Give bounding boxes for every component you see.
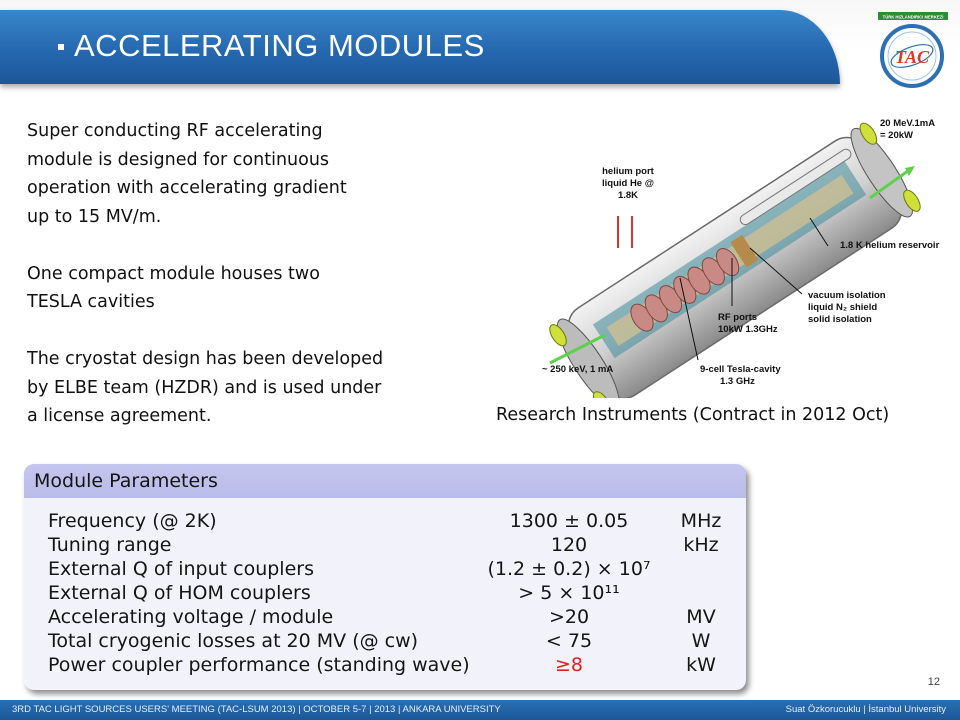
- table-row: Tuning range 120 kHz: [24, 534, 746, 558]
- param-name: Tuning range: [48, 534, 172, 556]
- leader-reservoir: [809, 217, 829, 247]
- param-name: Accelerating voltage / module: [48, 606, 334, 628]
- label-vacuum-isolation: vacuum isolation: [808, 290, 886, 301]
- beam-out-arrowhead: [905, 166, 915, 176]
- paragraph-license: The cryostat design has been developed b…: [27, 345, 447, 431]
- param-unit: MHz: [680, 510, 722, 532]
- param-unit: kHz: [683, 534, 719, 556]
- label-n2-shield: liquid N₂ shield: [808, 302, 877, 313]
- label-rf-ports: RF ports: [718, 312, 757, 323]
- cryostat-body: [549, 122, 921, 398]
- param-unit: kW: [686, 654, 716, 676]
- module-parameters-table: Module Parameters Frequency (@ 2K) 1300 …: [24, 464, 746, 690]
- param-value: 120: [550, 534, 588, 556]
- label-liquid-he: liquid He @: [602, 178, 654, 189]
- label-output-power: = 20kW: [880, 130, 913, 141]
- text-line: operation with accelerating gradient: [27, 178, 347, 198]
- param-name: Power coupler performance (standing wave…: [48, 654, 470, 676]
- text-line: a license agreement.: [27, 406, 212, 426]
- text-line: Super conducting RF accelerating: [27, 121, 323, 141]
- paragraph-gradient: Super conducting RF accelerating module …: [27, 117, 447, 231]
- paragraph-cavities: One compact module houses two TESLA cavi…: [27, 260, 447, 317]
- table-row: Accelerating voltage / module >20 MV: [24, 606, 746, 630]
- table-row: Power coupler performance (standing wave…: [24, 654, 746, 678]
- logo-inner-ring: [887, 31, 937, 81]
- label-rf-power: 10kW 1.3GHz: [718, 324, 778, 335]
- table-row: Frequency (@ 2K) 1300 ± 0.05 MHz: [24, 510, 746, 534]
- param-value: (1.2 ± 0.2) × 10⁷: [487, 558, 651, 580]
- param-unit: W: [691, 630, 711, 652]
- text-line: TESLA cavities: [27, 292, 155, 312]
- slide-title: ACCELERATING MODULES: [74, 28, 485, 63]
- param-name: Frequency (@ 2K): [48, 510, 217, 532]
- slide-footer: 3RD TAC LIGHT SOURCES USERS' MEETING (TA…: [0, 700, 960, 720]
- text-line: by ELBE team (HZDR) and is used under: [27, 377, 382, 398]
- table-row: External Q of input couplers (1.2 ± 0.2)…: [24, 558, 746, 582]
- label-helium-port: helium port: [602, 166, 655, 177]
- param-name: Total cryogenic losses at 20 MV (@ cw): [48, 630, 419, 652]
- label-output-beam: 20 MeV.1mA: [880, 118, 935, 129]
- title-band: [0, 10, 840, 84]
- tac-logo: TÜRK HIZLANDIRICI MERKEZİ TAC: [878, 12, 948, 88]
- text-line: The cryostat design has been developed: [27, 349, 384, 369]
- diagram-caption: Research Instruments (Contract in 2012 O…: [496, 405, 890, 425]
- footer-author: Suat Özkorucuklu | İstanbul University: [785, 704, 946, 715]
- logo-banner-text: TÜRK HIZLANDIRICI MERKEZİ: [883, 15, 944, 20]
- param-name: External Q of input couplers: [48, 558, 314, 580]
- parameters-title: Module Parameters: [24, 464, 746, 498]
- label-cavity-frequency: 1.3 GHz: [720, 376, 755, 387]
- logo-text: TAC: [895, 47, 930, 67]
- param-value-highlight: ≥8: [554, 654, 583, 676]
- text-line: up to 15 MV/m.: [27, 206, 162, 227]
- leader-cavity: [679, 277, 699, 361]
- param-value: < 75: [545, 630, 593, 652]
- title-bullet: [58, 44, 64, 50]
- param-unit: MV: [686, 606, 716, 628]
- label-input-beam: ~ 250 keV, 1 mA: [542, 364, 613, 375]
- page-number: 12: [927, 676, 940, 688]
- param-name: External Q of HOM couplers: [48, 582, 311, 604]
- label-he-temperature: 1.8K: [618, 190, 638, 201]
- table-row: External Q of HOM couplers > 5 × 10¹¹: [24, 582, 746, 606]
- text-line: module is designed for continuous: [27, 149, 330, 170]
- param-value: >20: [548, 606, 590, 628]
- label-solid-isolation: solid isolation: [808, 314, 872, 325]
- leader-vacuum: [749, 247, 803, 295]
- cavity-cells: [630, 248, 740, 332]
- param-value: > 5 × 10¹¹: [518, 582, 620, 604]
- param-value: 1300 ± 0.05: [509, 510, 629, 532]
- slide-header: ACCELERATING MODULES: [0, 0, 960, 84]
- label-helium-reservoir: 1.8 K helium reservoir: [840, 240, 940, 251]
- footer-meeting-info: 3RD TAC LIGHT SOURCES USERS' MEETING (TA…: [12, 704, 501, 715]
- label-tesla-cavity: 9-cell Tesla-cavity: [700, 364, 781, 375]
- beam-in-arrow: [549, 333, 606, 365]
- beam-out-arrow: [869, 166, 913, 200]
- logo-orbit: [890, 44, 934, 68]
- table-row: Total cryogenic losses at 20 MV (@ cw) <…: [24, 630, 746, 654]
- text-line: One compact module houses two: [27, 263, 320, 284]
- body-text: Super conducting RF accelerating module …: [27, 117, 447, 459]
- logo-banner: [878, 12, 948, 20]
- cryomodule-diagram: 20 MeV.1mA = 20kW helium port liquid He …: [542, 118, 940, 398]
